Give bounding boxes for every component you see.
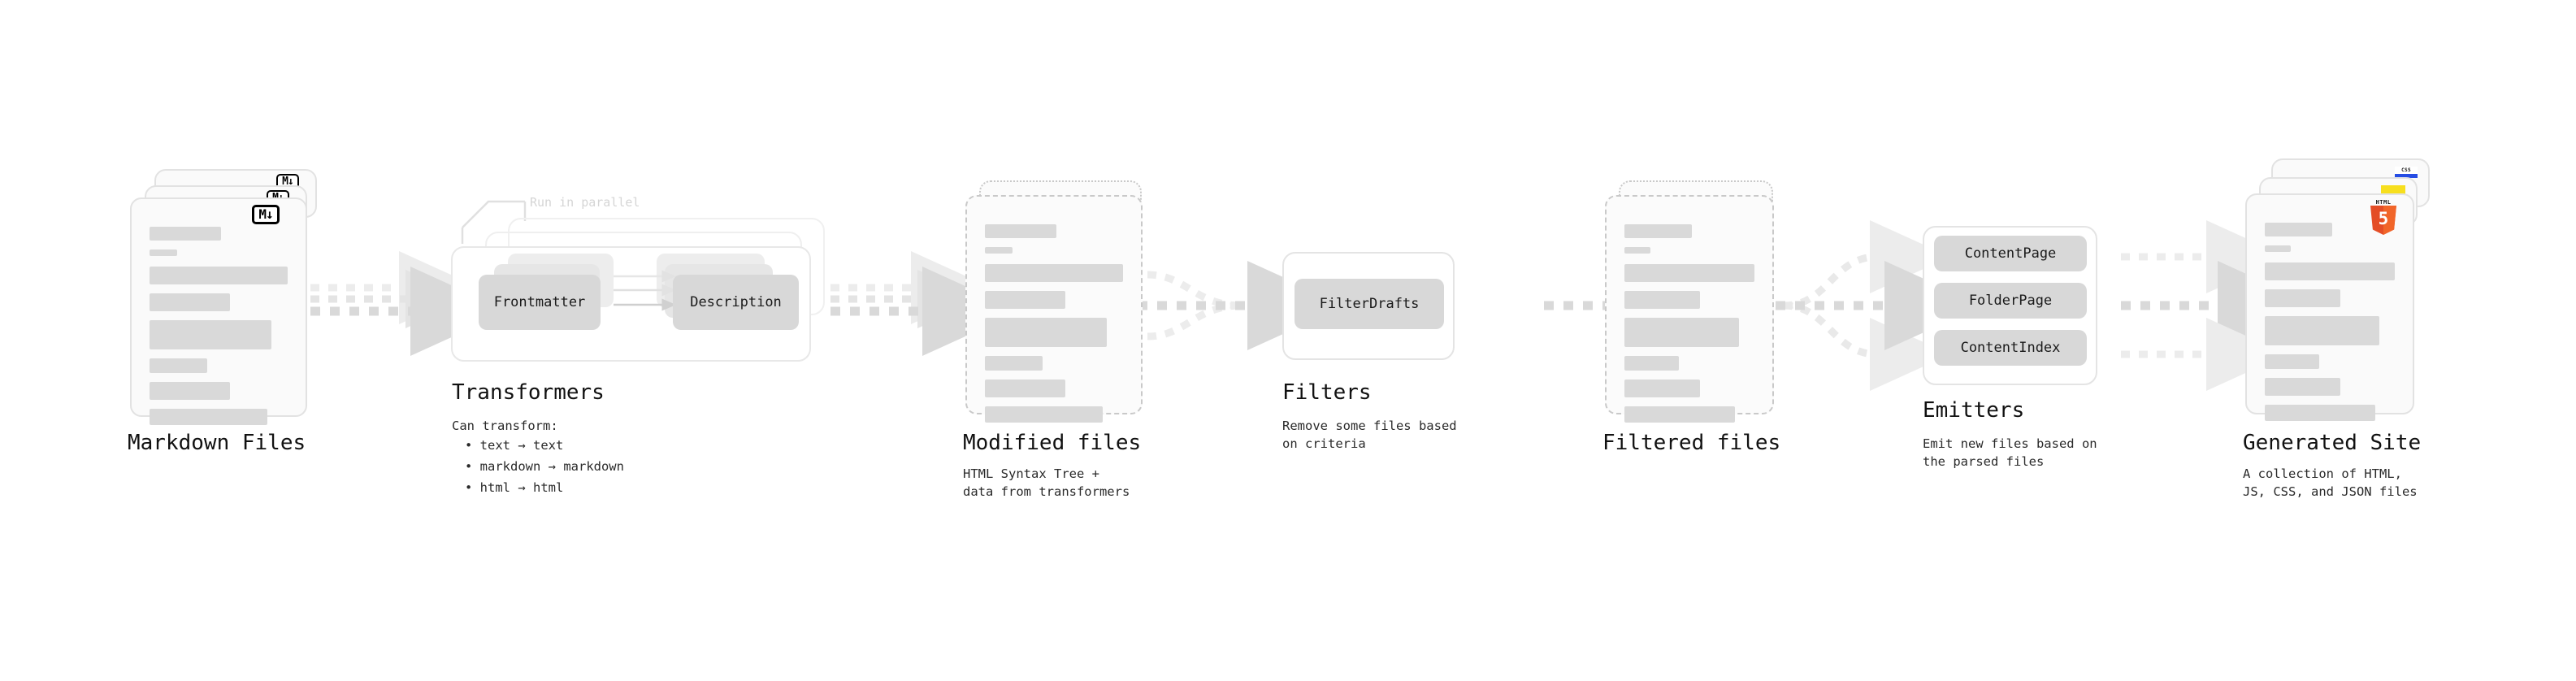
filters-subtitle: Remove some files based on criteria xyxy=(1282,419,1457,451)
markdown-card-bars xyxy=(150,227,288,434)
css-badge: CSS xyxy=(2395,167,2418,178)
stage-title-transformers: Transformers xyxy=(452,380,605,405)
transformers-bullet-1-text: markdown → markdown xyxy=(479,459,624,474)
transformer-chip-description[interactable]: Description xyxy=(673,275,799,330)
filtered-card-bars xyxy=(1624,224,1754,432)
site-card-front-html xyxy=(2245,193,2414,421)
site-card-bars xyxy=(2265,223,2395,430)
css-badge-bar xyxy=(2395,174,2418,178)
emitter-chip-folderpage[interactable]: FolderPage xyxy=(1934,283,2087,319)
html5-badge-word: HTML xyxy=(2375,199,2392,206)
transformers-bullet-2-text: html → html xyxy=(479,480,564,495)
emitter-chip-contentindex[interactable]: ContentIndex xyxy=(1934,330,2087,366)
stage-title-emitters: Emitters xyxy=(1923,398,2025,423)
transformers-subtitle: Can transform: xyxy=(452,419,558,433)
markdown-badge-front: M↓ xyxy=(252,205,280,224)
stage-title-filters: Filters xyxy=(1282,380,1372,405)
html5-badge-shield: 5 xyxy=(2370,206,2396,235)
transformer-inner-arrows xyxy=(614,270,676,311)
arrow-transformers-to-modified xyxy=(830,251,1021,356)
emitters-subtitle: Emit new files based on the parsed files xyxy=(1923,436,2097,469)
run-in-parallel-annotation: Run in parallel xyxy=(530,195,640,210)
transformers-bullet-0-text: text → text xyxy=(479,438,564,453)
stage-title-modified-files: Modified files xyxy=(963,431,1142,455)
modified-card-bars xyxy=(985,224,1123,432)
html5-badge-number: 5 xyxy=(2378,208,2389,228)
generated-site-subtitle: A collection of HTML, JS, CSS, and JSON … xyxy=(2243,466,2418,499)
transformers-bullet-0: • text → text xyxy=(465,438,564,453)
arrow-emitters-to-site xyxy=(2121,220,2316,391)
modified-files-subtitle: HTML Syntax Tree + data from transformer… xyxy=(963,466,1130,499)
transformers-bullet-2: • html → html xyxy=(465,480,564,495)
html5-badge: HTML 5 xyxy=(2369,199,2398,235)
modified-card-front xyxy=(965,195,1143,423)
arrow-filtered-to-emitters xyxy=(1776,220,1983,391)
stage-title-generated-site: Generated Site xyxy=(2243,431,2422,455)
arrow-modified-to-filters xyxy=(1138,261,1346,350)
filtered-card-front xyxy=(1605,195,1774,423)
stage-title-filtered-files: Filtered files xyxy=(1602,431,1781,455)
transformer-chip-frontmatter[interactable]: Frontmatter xyxy=(479,275,601,330)
stage-title-markdown-files: Markdown Files xyxy=(128,431,306,455)
markdown-card-front xyxy=(130,197,307,425)
css-badge-label: CSS xyxy=(2401,167,2411,173)
transformers-bullet-1: • markdown → markdown xyxy=(465,459,624,474)
arrow-markdown-to-transformers xyxy=(310,251,509,356)
filter-chip-filterdrafts[interactable]: FilterDrafts xyxy=(1295,279,1444,329)
emitter-chip-contentpage[interactable]: ContentPage xyxy=(1934,236,2087,271)
